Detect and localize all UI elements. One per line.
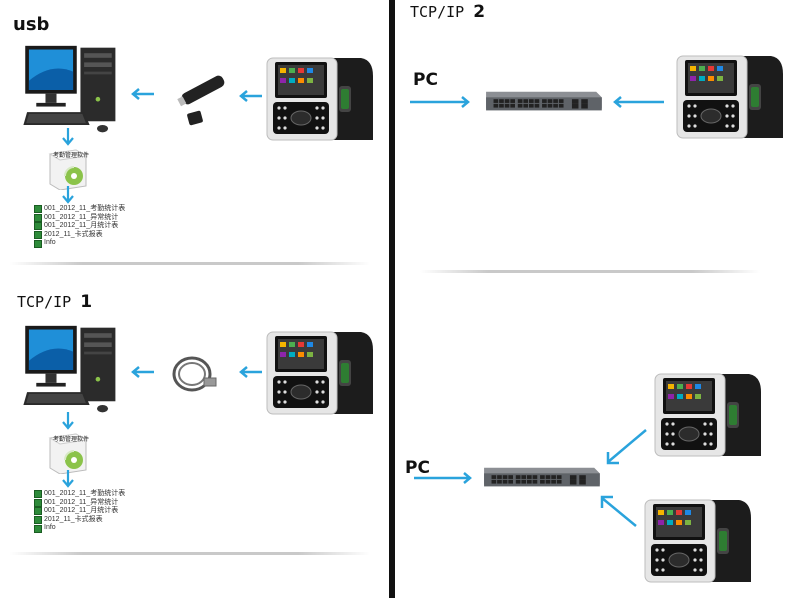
arrow-left-icon [239,90,262,102]
tcp2-panel-title: TCP/IP 2 [410,2,486,22]
excel-file-icon [34,507,42,516]
list-item: 001_2012_11_月统计表 [34,507,125,516]
file-list: 001_2012_11_考勤统计表 001_2012_11_异常统计 001_2… [34,205,125,248]
list-item: 2012_11_卡式报表 [34,516,125,525]
excel-file-icon [34,213,42,222]
list-item: 001_2012_11_月统计表 [34,222,125,231]
attendance-terminal-icon [676,55,784,139]
list-item: 001_2012_11_异常统计 [34,499,125,508]
arrow-down-icon [62,470,74,488]
section-separator [10,552,370,555]
network-switch-icon [486,91,602,111]
excel-file-icon [34,498,42,507]
computer-icon [23,325,116,413]
usb-drive-icon [177,75,225,126]
arrow-left-icon [613,96,664,108]
pc-label: PC [413,70,438,90]
excel-file-icon [34,222,42,231]
excel-file-icon [34,490,42,499]
section-separator [10,262,370,265]
section-separator [420,270,760,273]
computer-icon [23,45,116,133]
arrow-left-icon [239,366,262,378]
software-label: 考勤管理软件 [53,437,90,443]
attendance-terminal-icon [644,499,752,583]
attendance-terminal-icon [266,57,374,141]
arrow-right-icon [410,96,470,108]
excel-file-icon [34,524,42,533]
tcp1-panel-title: TCP/IP 1 [17,292,93,312]
list-item: Info [34,239,125,248]
excel-file-icon [34,205,42,214]
list-item: 001_2012_11_异常统计 [34,214,125,223]
excel-file-icon [34,231,42,240]
arrow-down-icon [62,412,74,430]
excel-file-icon [34,239,42,248]
network-cable-icon [172,356,217,392]
panel-divider [389,0,395,598]
list-item: Info [34,524,125,533]
software-label: 考勤管理软件 [53,153,90,159]
arrow-right-icon [414,472,472,484]
arrow-down-icon [62,186,74,204]
excel-file-icon [34,516,42,525]
attendance-terminal-icon [654,373,762,457]
arrow-down-icon [62,128,74,146]
arrow-diagonal-icon [600,495,637,527]
list-item: 001_2012_11_考勤统计表 [34,205,125,214]
file-list: 001_2012_11_考勤统计表 001_2012_11_异常统计 001_2… [34,490,125,533]
usb-panel-title: usb [13,14,50,35]
network-switch-icon [484,467,600,487]
list-item: 001_2012_11_考勤统计表 [34,490,125,499]
arrow-left-icon [131,366,154,378]
attendance-terminal-icon [266,331,374,415]
list-item: 2012_11_卡式报表 [34,231,125,240]
arrow-diagonal-icon [606,429,647,465]
arrow-left-icon [131,88,154,100]
pc-label: PC [405,458,430,478]
